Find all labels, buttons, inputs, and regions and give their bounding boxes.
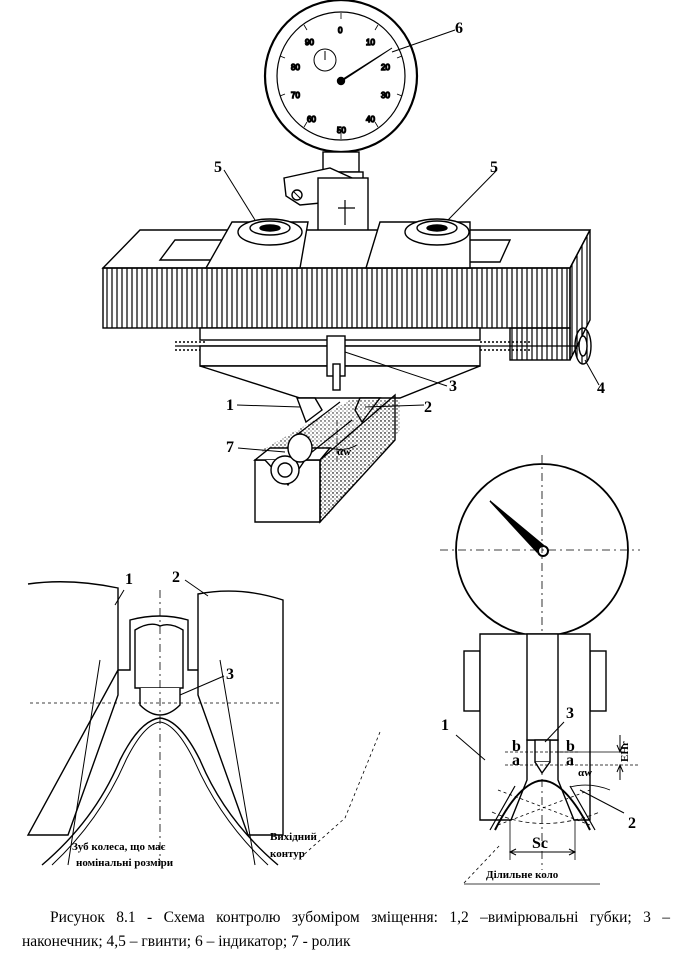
screw-5-right xyxy=(404,218,470,246)
note-gear-tooth-2: номінальні розміри xyxy=(76,857,174,869)
label-roller-7: 7 xyxy=(226,439,234,456)
label-indicator-6: 6 xyxy=(455,20,463,37)
figure-caption: Рисунок 8.1 - Схема контролю зубоміром з… xyxy=(22,909,670,950)
label-point-a-left: a xyxy=(512,752,520,769)
dial-number-40: 40 xyxy=(366,115,375,124)
label-right-tip-3: 3 xyxy=(566,705,574,722)
label-screw-5-left: 5 xyxy=(214,159,222,176)
right-detail xyxy=(440,455,640,885)
label-alpha-top: αw xyxy=(337,446,351,458)
dial-number-60: 60 xyxy=(307,115,316,124)
note-pitch-circle: Ділильне коло xyxy=(486,869,559,881)
dial-number-80: 80 xyxy=(291,63,300,72)
label-point-b-left: b xyxy=(512,738,521,755)
label-jaw-2: 2 xyxy=(424,399,432,416)
dial-ticks xyxy=(279,13,403,139)
dial-number-10: 10 xyxy=(366,38,375,47)
label-sc: Sc xyxy=(532,835,548,852)
label-left-jaw-1: 1 xyxy=(125,571,133,588)
dial-number-30: 30 xyxy=(381,91,390,100)
label-point-b-right: b xyxy=(566,738,575,755)
assembly-drawing: 0 10 20 30 40 50 60 70 80 90 xyxy=(101,0,600,524)
label-ehr: EHr xyxy=(619,741,631,762)
label-right-jaw-2: 2 xyxy=(628,815,636,832)
label-tip-3: 3 xyxy=(449,378,457,395)
dial-indicator: 0 10 20 30 40 50 60 70 80 90 xyxy=(263,0,419,154)
dial-number-20: 20 xyxy=(381,63,390,72)
note-gear-tooth-1: Зуб колеса, що має xyxy=(72,841,166,853)
left-detail xyxy=(26,579,381,866)
label-jaw-1: 1 xyxy=(226,397,234,414)
dial-number-90: 90 xyxy=(305,38,314,47)
note-basic-contour-1: Вихідний xyxy=(270,831,317,843)
label-left-jaw-2: 2 xyxy=(172,569,180,586)
label-left-tip-3: 3 xyxy=(226,666,234,683)
dial-number-70: 70 xyxy=(291,91,300,100)
label-screw-4: 4 xyxy=(597,380,605,397)
label-right-jaw-1: 1 xyxy=(441,717,449,734)
label-point-a-right: a xyxy=(566,752,574,769)
label-alpha-right: αw xyxy=(578,767,592,779)
dial-number-50: 50 xyxy=(337,126,346,135)
screw-5-left xyxy=(237,218,303,246)
label-screw-5-right: 5 xyxy=(490,159,498,176)
dial-number-0: 0 xyxy=(338,26,343,35)
note-basic-contour-2: контур xyxy=(270,848,305,860)
